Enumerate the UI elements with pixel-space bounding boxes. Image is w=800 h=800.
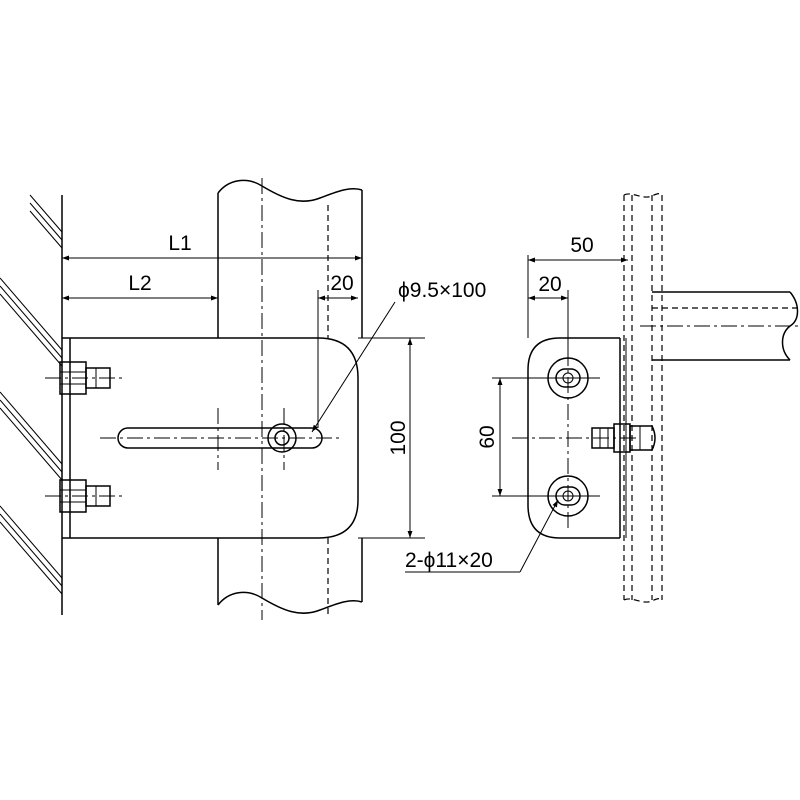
dim-side-offset-label: 20 xyxy=(538,273,561,296)
dimensions-front: L1 L2 20 ϕ9.5×100 100 xyxy=(62,232,486,539)
pipe-front xyxy=(217,178,363,620)
dim-side-depth-label: 50 xyxy=(570,234,593,257)
slot-spec-label: ϕ9.5×100 xyxy=(398,279,486,302)
dim-l1-label: L1 xyxy=(168,232,191,255)
pipe-side xyxy=(623,193,800,603)
bracket-front xyxy=(45,337,359,539)
hole-spec-label: 2-ϕ11×20 xyxy=(405,549,493,572)
side-hole-upper xyxy=(547,357,600,399)
bracket-side xyxy=(512,337,656,539)
wall-bolt-upper xyxy=(45,361,125,395)
dim-l2-label: L2 xyxy=(128,272,151,295)
dim-slot-offset-label: 20 xyxy=(330,272,353,295)
adjust-slot xyxy=(117,427,323,449)
side-hole-lower xyxy=(547,475,600,517)
dim-height-label: 100 xyxy=(387,420,410,455)
wall-bolt-lower xyxy=(45,479,125,513)
wall-left xyxy=(0,194,63,615)
dimensions-side: 50 20 60 2-ϕ11×20 xyxy=(405,234,628,573)
dim-hole-pitch-label: 60 xyxy=(476,425,499,448)
side-bolt xyxy=(591,423,656,453)
slot-bolt xyxy=(267,423,297,453)
